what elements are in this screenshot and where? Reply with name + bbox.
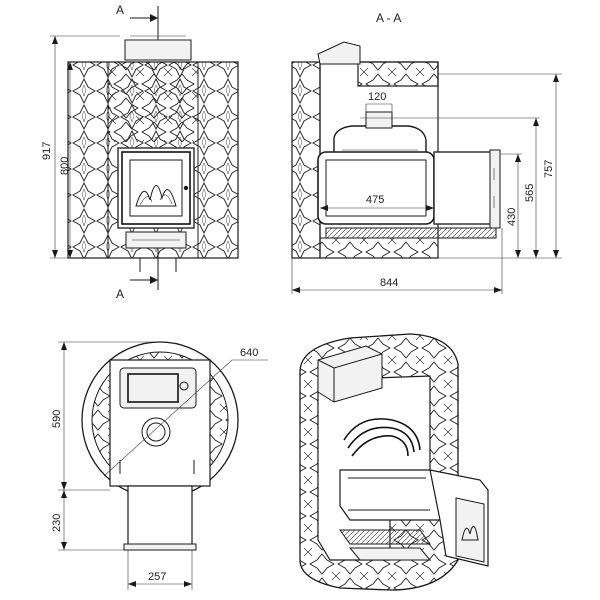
dim-590-label: 590 <box>51 410 63 428</box>
top-view: 640 590 230 257 <box>51 341 268 590</box>
fire-flame-inner-icon <box>139 194 173 206</box>
section-ext-lines <box>360 73 562 259</box>
iso-firebox-edges <box>348 477 430 511</box>
section-mark-top: A <box>116 3 124 17</box>
iso-coil-2 <box>347 426 415 453</box>
dim-475-label: 475 <box>366 194 384 206</box>
dim-917-label: 917 <box>41 142 53 160</box>
dim-565-label: 565 <box>524 184 536 202</box>
section-arrow-top-icon <box>150 14 158 22</box>
front-bottom-pipe <box>139 258 177 272</box>
section-arrow-bottom-icon <box>150 276 158 284</box>
section-firebox-inner <box>325 159 427 217</box>
section-grate <box>325 227 497 239</box>
iso-door <box>455 497 485 563</box>
dim-120-label: 120 <box>368 91 386 103</box>
section-mesh-top <box>357 61 439 87</box>
iso-coil-1 <box>343 418 421 451</box>
section-firebox <box>317 151 435 225</box>
top-knob-icon <box>179 381 189 391</box>
section-chimney <box>317 41 361 65</box>
top-door-edge <box>123 543 197 551</box>
front-upper-stones <box>108 62 198 142</box>
front-door-glass <box>129 159 183 217</box>
iso-ash-pan <box>348 547 432 561</box>
front-door-frame <box>117 147 195 229</box>
dim-257-line <box>127 550 193 590</box>
section-view: A - A 120 475 757 5 <box>291 11 562 294</box>
section-door <box>489 149 501 229</box>
isometric-cutaway <box>299 333 489 591</box>
section-heater-neck <box>365 111 393 129</box>
dim-917-line <box>50 35 120 259</box>
top-heater-plate <box>119 367 197 409</box>
section-ash-area <box>319 237 439 259</box>
front-view: A A 917 800 <box>41 3 239 301</box>
front-chimney-flange <box>125 35 191 41</box>
iso-fire-icon <box>461 525 479 541</box>
dim-844-line <box>291 228 503 294</box>
door-handle-icon <box>183 185 189 191</box>
section-mark-bottom: A <box>116 287 124 301</box>
fire-flame-icon <box>135 185 177 207</box>
section-title: A - A <box>376 11 401 25</box>
dim-257-label: 257 <box>148 571 166 583</box>
section-fire-tunnel <box>433 151 497 225</box>
iso-coil-3 <box>351 435 409 457</box>
dim-757-label: 757 <box>543 160 555 178</box>
dim-430-label: 430 <box>506 208 518 226</box>
dim-844-label: 844 <box>380 277 398 289</box>
iso-grate <box>339 529 431 545</box>
section-mesh-left <box>291 61 321 259</box>
dim-590-line <box>58 341 160 491</box>
top-fire-tunnel <box>127 485 193 547</box>
dim-800-label: 800 <box>59 157 71 175</box>
top-chimney-inner <box>146 422 166 442</box>
iso-chimney-edges <box>317 353 383 402</box>
dim-640-label: 640 <box>240 347 258 359</box>
top-heater-opening <box>127 373 179 403</box>
top-levers <box>119 460 195 474</box>
section-line-top <box>130 6 159 44</box>
dim-230-line <box>58 490 124 551</box>
top-chimney-outer <box>141 417 171 447</box>
dim-640-leader <box>103 359 268 477</box>
front-chimney <box>124 39 192 61</box>
front-door-outer <box>121 151 191 225</box>
dim-120-line <box>365 103 393 112</box>
dim-230-label: 230 <box>51 514 63 532</box>
